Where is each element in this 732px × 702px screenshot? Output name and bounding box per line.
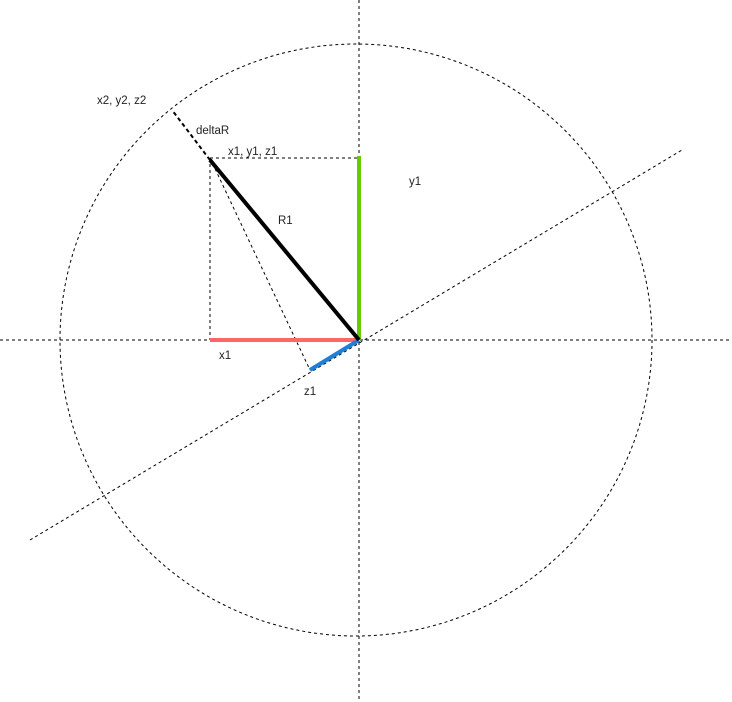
- point2-label: x2, y2, z2: [97, 95, 146, 107]
- z-component-line: [308, 338, 361, 372]
- point1-label: x1, y1, z1: [228, 146, 277, 158]
- x-label: x1: [219, 350, 231, 362]
- y-label: y1: [409, 176, 421, 188]
- delta-r-label: deltaR: [196, 125, 229, 137]
- radius-r1-line: [208, 158, 361, 342]
- z-label: z1: [304, 386, 316, 398]
- radius-label: R1: [278, 215, 293, 227]
- depth-axis: [29, 149, 683, 541]
- delta-r-segment: [171, 109, 211, 161]
- sphere-outline: [59, 43, 653, 637]
